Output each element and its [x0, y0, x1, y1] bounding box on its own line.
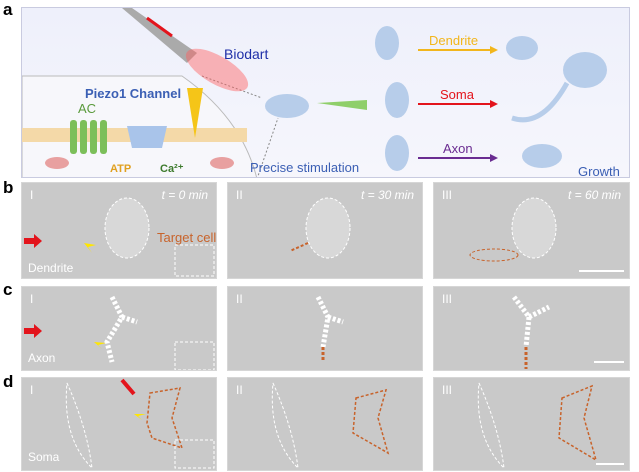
mitochondrion: [45, 157, 69, 169]
micrograph-d-3: III: [433, 377, 630, 471]
micrograph-c-3: III: [433, 286, 630, 371]
frame-number: II: [236, 188, 243, 202]
soma-row-label: Soma: [28, 450, 60, 464]
frame-number: III: [442, 292, 453, 306]
axon-label: Axon: [443, 141, 473, 156]
micrograph-c-2: II: [227, 286, 423, 371]
neuron-cell: [265, 94, 309, 118]
atp-label: ATP: [110, 163, 132, 175]
ac-protein: [70, 120, 107, 154]
ac-label: AC: [78, 101, 97, 116]
inset: [174, 244, 215, 277]
arrowhead: [84, 243, 96, 253]
biodart-tip: [187, 88, 203, 138]
micrograph-b-1: I t = 0 min Target cell Dendrite: [21, 182, 217, 279]
needle: [122, 8, 197, 63]
dendrite-row-label: Dendrite: [28, 261, 74, 275]
frame-number: I: [30, 383, 34, 397]
frame-number: I: [30, 188, 34, 202]
precise-stimulation-label: Precise stimulation: [250, 160, 360, 175]
time-label: t = 30 min: [360, 188, 414, 202]
piezo1-label: Piezo1 Channel: [85, 86, 182, 101]
panel-a-schematic: Biodart Piezo1 Channel AC ATP Ca²⁺ Preci…: [21, 7, 630, 178]
red-arrow: [146, 16, 173, 38]
micrograph-d-2: II: [227, 377, 423, 471]
schematic-illustration: [22, 8, 607, 177]
micrograph-d-1: I Soma: [21, 377, 217, 471]
micrograph-b-2: II t = 30 min: [227, 182, 423, 279]
red-arrow: [24, 234, 42, 248]
dendrite-label: Dendrite: [429, 33, 479, 48]
frame-number: II: [236, 292, 243, 306]
time-label: t = 0 min: [161, 188, 208, 202]
growth-label: Growth: [578, 164, 620, 178]
biodart-label: Biodart: [224, 46, 269, 62]
micrograph-b-3: III t = 60 min: [433, 182, 630, 279]
frame-number: III: [442, 383, 453, 397]
panel-label-c: c: [3, 280, 13, 299]
axon-row-label: Axon: [28, 351, 56, 365]
panel-label-b: b: [3, 178, 14, 197]
soma-label: Soma: [440, 87, 474, 102]
frame-number: II: [236, 383, 243, 397]
panel-label-a: a: [3, 0, 13, 19]
calcium-label: Ca²⁺: [160, 163, 184, 175]
time-label: t = 60 min: [567, 188, 621, 202]
piezo1-protein: [127, 126, 167, 148]
green-arrow: [317, 100, 367, 110]
micrograph-c-1: I Axon: [21, 286, 217, 371]
target-cell-label: Target cell: [157, 230, 217, 245]
panel-label-d: d: [3, 372, 14, 391]
frame-number: III: [442, 188, 453, 202]
cell-outline: [104, 197, 150, 259]
frame-number: I: [30, 292, 34, 306]
